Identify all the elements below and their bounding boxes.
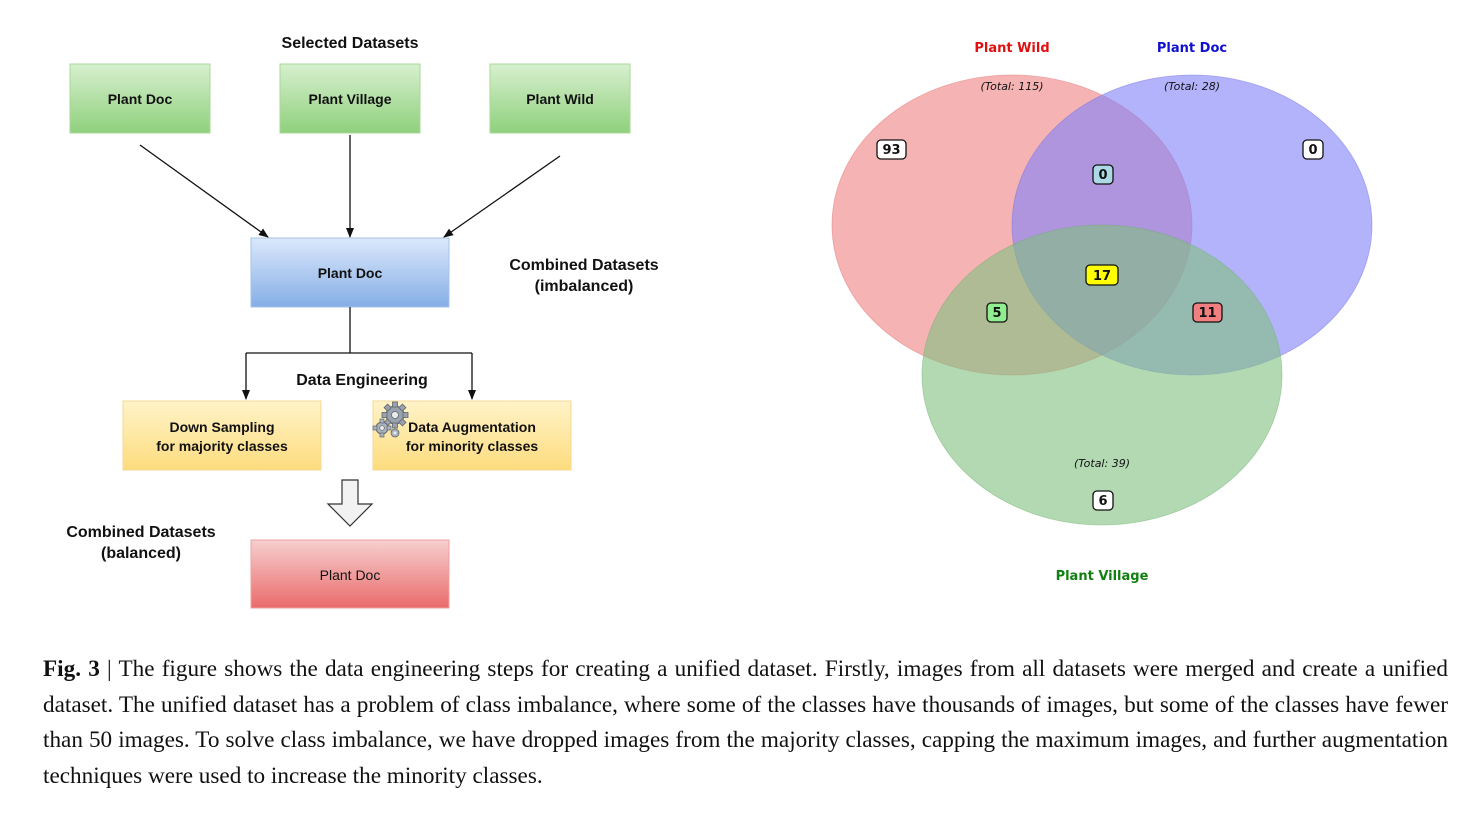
venn-count-village-only-value: 6: [1098, 494, 1107, 509]
venn-title-plant-doc: Plant Doc: [1157, 41, 1227, 56]
down-sampling-line1: Down Sampling: [170, 419, 275, 435]
venn-count-doc-only-value: 0: [1308, 143, 1317, 158]
venn-total-plant-wild: (Total: 115): [981, 80, 1044, 93]
venn-count-wild-doc: 0: [1092, 164, 1114, 185]
augmentation-line2: for minority classes: [406, 438, 538, 454]
source-box-label: Plant Wild: [526, 91, 594, 107]
venn-total-plant-doc: (Total: 28): [1164, 80, 1220, 93]
gears-icon: [372, 401, 409, 438]
down-sampling-box: Down Sampling for majority classes: [122, 400, 322, 471]
venn-diagram: Plant Wild Plant Doc Plant Village (Tota…: [831, 41, 1373, 584]
venn-count-wild-doc-value: 0: [1098, 168, 1107, 183]
selected-datasets-title: Selected Datasets: [282, 35, 419, 52]
figure-diagram: Selected Datasets Plant Doc Plant Villag…: [66, 35, 1373, 609]
venn-count-village-only: 6: [1092, 490, 1114, 511]
venn-count-doc-village-value: 11: [1198, 306, 1216, 321]
merge-arrow-right: [443, 155, 561, 238]
venn-title-plant-village: Plant Village: [1056, 569, 1149, 584]
balanced-box-label: Plant Doc: [320, 567, 381, 583]
combined-balanced-label-line2: (balanced): [101, 545, 181, 562]
venn-count-wild-only: 93: [876, 139, 907, 160]
data-engineering-label: Data Engineering: [296, 372, 428, 389]
venn-count-all-three: 17: [1085, 264, 1119, 286]
combined-balanced-box: Plant Doc: [250, 539, 450, 609]
source-box-plant-doc: Plant Doc: [69, 63, 211, 134]
venn-total-plant-village: (Total: 39): [1074, 457, 1130, 470]
merge-arrow-left: [139, 144, 269, 238]
venn-title-plant-wild: Plant Wild: [974, 41, 1049, 56]
combined-imbalanced-label-line2: (imbalanced): [535, 278, 634, 295]
source-box-label: Plant Village: [309, 91, 392, 107]
caption-text: The figure shows the data engineering st…: [43, 656, 1449, 789]
source-box-plant-wild: Plant Wild: [489, 63, 631, 134]
venn-count-wild-village-value: 5: [992, 306, 1001, 321]
venn-circle-plant-village: [921, 224, 1283, 526]
augmentation-line1: Data Augmentation: [408, 419, 536, 435]
venn-count-all-three-value: 17: [1093, 269, 1111, 284]
down-sampling-line2: for majority classes: [156, 438, 288, 454]
venn-count-wild-only-value: 93: [882, 143, 900, 158]
venn-count-doc-only: 0: [1302, 139, 1324, 160]
down-block-arrow: [326, 479, 374, 527]
combined-imbalanced-label-line1: Combined Datasets: [509, 257, 658, 274]
caption-separator: |: [99, 656, 119, 682]
source-box-plant-village: Plant Village: [279, 63, 421, 134]
venn-count-wild-village: 5: [986, 302, 1008, 323]
venn-count-doc-village: 11: [1192, 302, 1223, 323]
figure-label: Fig. 3: [43, 656, 100, 682]
combined-imbalanced-box: Plant Doc: [250, 237, 450, 308]
data-augmentation-box: Data Augmentation for minority classes: [372, 400, 572, 471]
source-box-label: Plant Doc: [108, 91, 173, 107]
combined-balanced-label-line1: Combined Datasets: [66, 524, 215, 541]
figure-caption: Fig. 3 | The figure shows the data engin…: [43, 652, 1448, 794]
combined-box-label: Plant Doc: [318, 265, 383, 281]
